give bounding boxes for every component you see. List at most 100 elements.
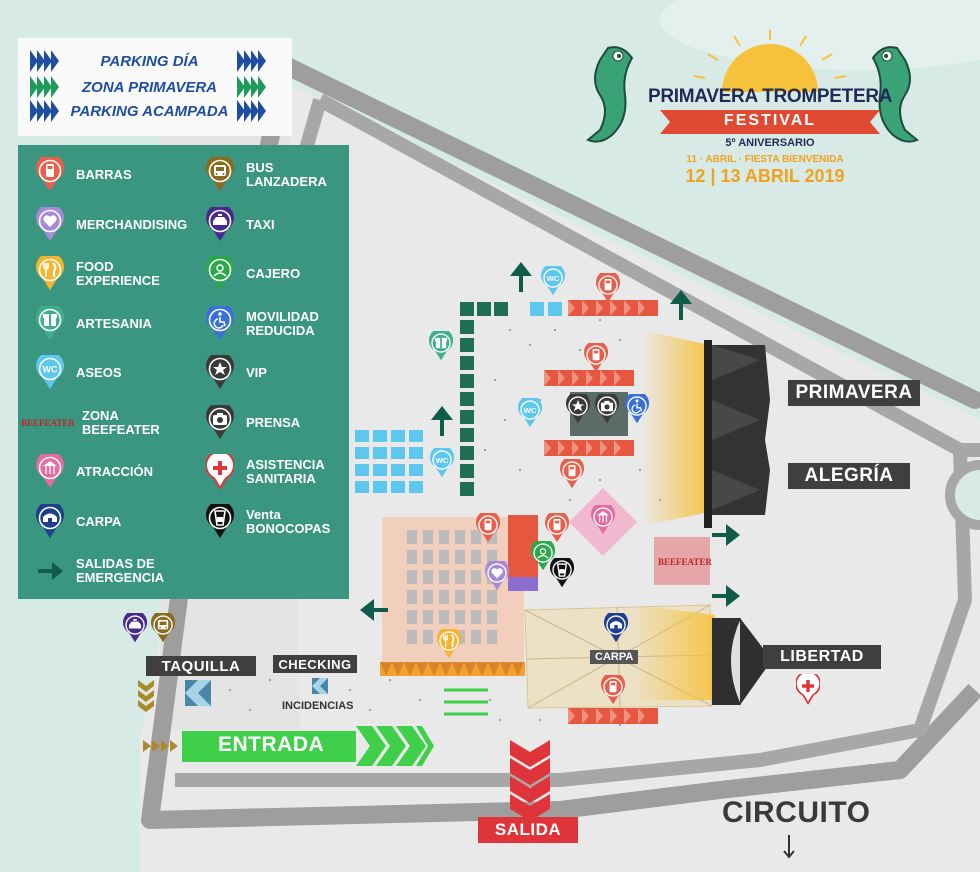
legend-label: ARTESANIA: [76, 315, 152, 331]
drink-icon: [601, 672, 626, 705]
map-pin-drink[interactable]: [596, 270, 621, 309]
legend-label: MERCHANDISING: [76, 216, 188, 232]
salida-label: SALIDA: [478, 817, 578, 843]
ticket-booth-icon: [185, 680, 211, 706]
sun-icon: [693, 30, 847, 92]
map-pin-cutlery[interactable]: [437, 626, 462, 665]
parking-item: PARKING DÍA: [30, 50, 269, 72]
wheelchair-icon: [206, 302, 234, 342]
parking-label: ZONA PRIMAVERA: [82, 78, 217, 96]
map-pin-camera[interactable]: [595, 391, 620, 430]
svg-text:WC: WC: [547, 274, 560, 283]
legend-item: BUS LANZADERA: [206, 153, 327, 193]
legend-label: FOOD EXPERIENCE: [76, 259, 160, 288]
legend-item: FOOD EXPERIENCE: [36, 252, 160, 292]
arrow-right-icon: [712, 585, 740, 607]
beefeater-zone: [654, 537, 710, 585]
circuito-arrow-icon: [783, 835, 795, 859]
map-pin-drink[interactable]: [584, 340, 609, 379]
wc-icon: WC: [36, 351, 64, 391]
merch-stand: [508, 577, 538, 591]
stage-primavera: PRIMAVERA: [788, 380, 920, 406]
chevron-icon: [30, 76, 62, 98]
legend-item: PRENSA: [206, 401, 301, 441]
bus-icon: [206, 153, 234, 191]
gift-icon: [36, 302, 64, 342]
wc-icon: WC: [541, 263, 566, 296]
map-pin-star[interactable]: [566, 391, 591, 430]
map-pin-taxi[interactable]: [123, 610, 148, 649]
main-stage-facets: [712, 345, 760, 510]
festival-name: PRIMAVERA TROMPETERA: [648, 86, 893, 107]
heart-icon: [36, 203, 64, 243]
camera-icon: [595, 391, 620, 424]
map-pin-heart[interactable]: [485, 558, 510, 597]
roundabout: [945, 460, 980, 530]
parking-legend: PARKING DÍA ZONA PRIMAVERA PARKING ACAMP…: [18, 38, 292, 136]
map-pin-medical-cross[interactable]: [795, 670, 821, 710]
map-pin-drink[interactable]: [601, 672, 626, 711]
map-pin-drink[interactable]: [560, 456, 585, 495]
atm-icon: [206, 252, 234, 292]
arrow-up-icon: [431, 406, 453, 436]
carousel-icon: [591, 502, 616, 535]
map-pin-drink[interactable]: [545, 510, 570, 549]
legend-panel: BARRAS MERCHANDISING FOOD EXPERIENCE ART…: [18, 145, 349, 599]
legend-item: TAXI: [206, 203, 275, 243]
legend-label: TAXI: [246, 216, 275, 232]
cup-icon: [550, 555, 575, 588]
legend-item: VIP: [206, 351, 267, 391]
drink-icon: [36, 153, 64, 193]
svg-text:WC: WC: [524, 406, 537, 415]
map-pin-wheelchair[interactable]: [625, 391, 650, 430]
map-pin-wc[interactable]: WC: [518, 395, 543, 434]
map-pin-carousel[interactable]: [591, 502, 616, 541]
legend-label: Venta BONOCOPAS: [246, 506, 331, 536]
drink-icon: [476, 510, 501, 543]
star-icon: [206, 351, 234, 389]
crowd-dots: [229, 319, 661, 726]
main-stage: [712, 345, 770, 515]
carpa-label: CARPA: [590, 650, 639, 664]
gift-icon: [36, 302, 64, 340]
map-pin-atm[interactable]: [531, 538, 556, 577]
map-pin-wc[interactable]: WC: [541, 263, 566, 302]
taquilla-label: TAQUILLA: [146, 656, 256, 676]
legend-item: CARPA: [36, 500, 121, 540]
map-pin-bus[interactable]: [151, 610, 176, 649]
wc-icon: WC: [518, 395, 543, 428]
drink-icon: [545, 510, 570, 543]
stage-libertad: LIBERTAD: [763, 645, 881, 669]
legend-label: PRENSA: [246, 414, 301, 430]
map-pin-cup[interactable]: [550, 555, 575, 594]
legend-item: ARTESANIA: [36, 302, 152, 342]
map-pin-wc[interactable]: WC: [430, 445, 455, 484]
parking-label: PARKING ACAMPADA: [70, 102, 229, 120]
legend-label: CAJERO: [246, 266, 301, 281]
legend-item: MOVILIDAD REDUCIDA: [206, 302, 319, 342]
map-pin-tent[interactable]: [604, 610, 629, 649]
chevron-icon: [237, 76, 269, 98]
main-stage-front: [704, 340, 712, 528]
legend-label: BARRAS: [76, 167, 132, 182]
carousel-icon: [36, 450, 64, 488]
atm-icon: [531, 538, 556, 571]
map-pin-gift[interactable]: [429, 328, 454, 367]
bar-marks: [544, 300, 645, 724]
legend-item: ATRACCIÓN: [36, 450, 153, 490]
festival-dates: 12 | 13 ABRIL 2019: [685, 166, 845, 186]
chevron-icon: [30, 100, 62, 122]
food-stand-marks: [380, 662, 524, 676]
drink-icon: [596, 270, 621, 303]
emergency-exit-arrows: [360, 262, 740, 621]
wheelchair-icon: [625, 391, 650, 424]
arrow-left-icon: [360, 599, 388, 621]
festival-ribbon: [660, 110, 880, 134]
drink-icon: [584, 340, 609, 373]
cutlery-icon: [437, 626, 462, 659]
camera-icon: [206, 401, 234, 441]
map-pin-drink[interactable]: [476, 510, 501, 549]
stage-lights: [635, 605, 715, 700]
circuito-label: CIRCUITO: [722, 796, 871, 829]
exit-chevrons: [510, 740, 550, 821]
